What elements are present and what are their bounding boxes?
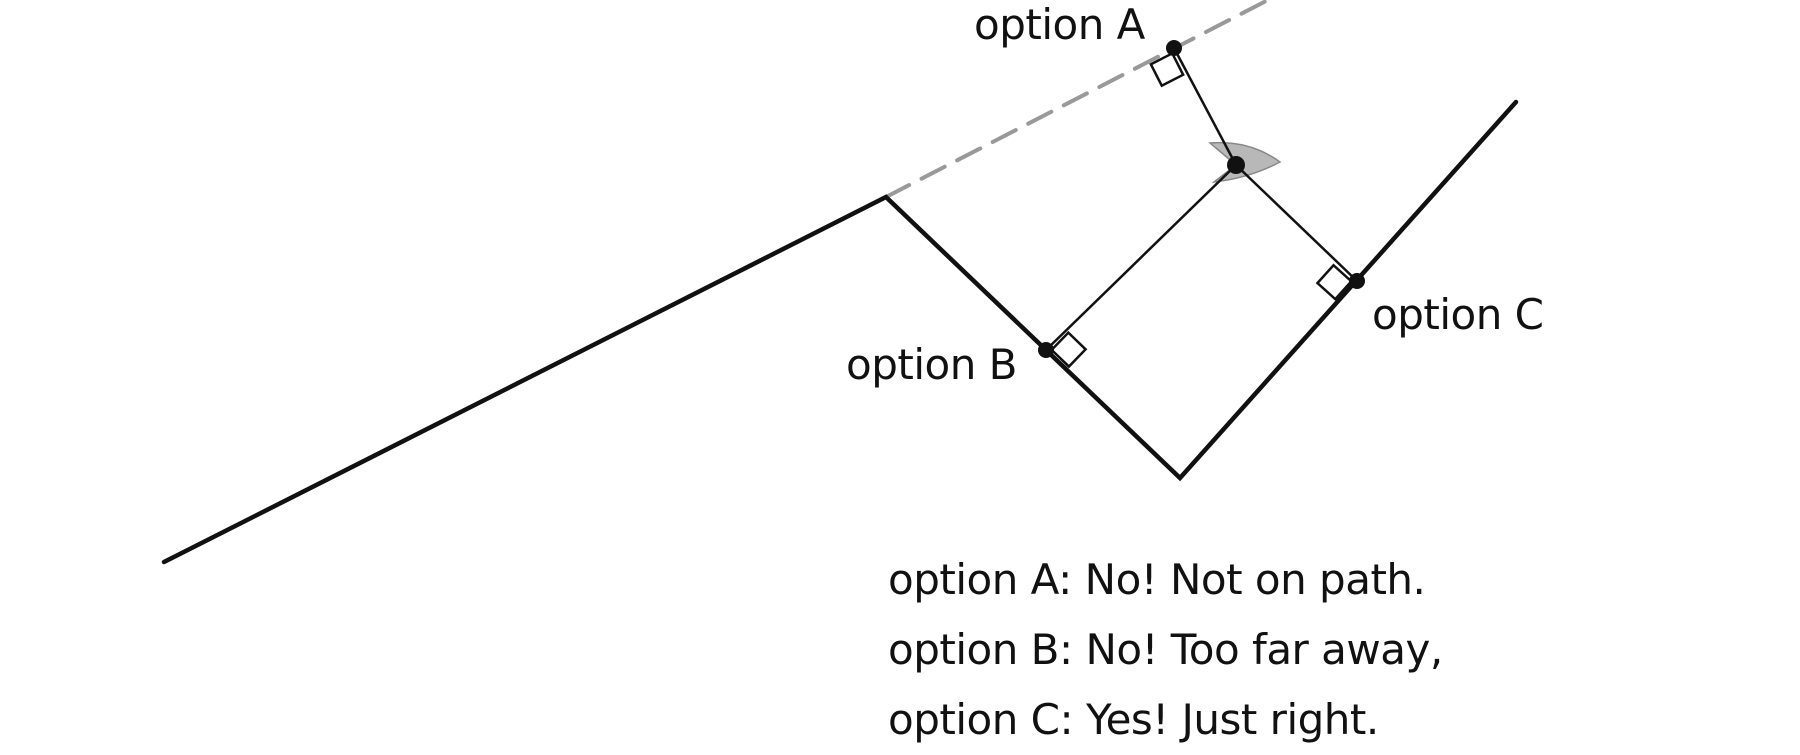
right-angle-marker-a [1149,51,1185,88]
option-c-label: option C [1372,290,1544,339]
projection-line-a [1172,47,1238,166]
agent-point [1227,156,1245,174]
right-angle-marker-c [1315,263,1354,301]
path-polyline [161,99,1519,565]
path-diagram [161,0,1519,565]
explanation-caption: option A: No! Not on path. option B: No!… [888,545,1443,755]
option-a-point [1166,40,1182,56]
caption-line-c: option C: Yes! Just right. [888,695,1379,744]
caption-line-b: option B: No! Too far away, [888,625,1443,674]
option-b-label: option B [846,340,1017,389]
agent-view-cone [1208,141,1282,184]
option-c-point [1349,273,1365,289]
option-a-label: option A [974,0,1145,49]
dashed-extension-line [884,0,1270,199]
option-b-point [1038,342,1054,358]
projection-line-c [1235,164,1358,282]
projection-line-b [1045,164,1237,351]
caption-line-a: option A: No! Not on path. [888,555,1426,604]
right-angle-marker-b [1049,330,1088,369]
